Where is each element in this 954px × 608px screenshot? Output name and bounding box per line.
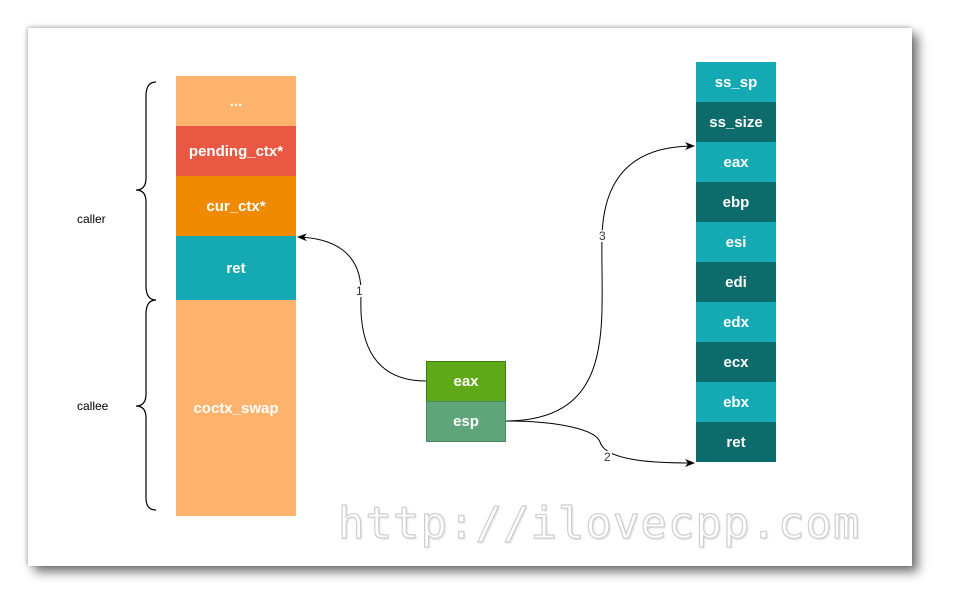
ctx-ecx-label: ecx	[723, 353, 749, 371]
stack-ret-cell: ret	[176, 236, 296, 300]
register-esp-cell: esp	[426, 401, 506, 442]
ctx-ret-label: ret	[726, 433, 746, 451]
watermark-text: http://ilovecpp.com	[337, 497, 861, 549]
edge-3-label: 3	[598, 229, 607, 243]
ctx-ss-sp-label: ss_sp	[714, 73, 758, 91]
stack-cur-ctx-cell: cur_ctx*	[176, 176, 296, 236]
stack-coctx-swap-cell: coctx_swap	[176, 300, 296, 516]
caller-brace	[135, 81, 157, 301]
ctx-edi-label: edi	[725, 273, 747, 291]
edge-2-arrow	[505, 420, 695, 467]
ctx-ret-cell: ret	[696, 422, 776, 462]
ctx-ebp-cell: ebp	[696, 182, 776, 222]
register-eax-cell: eax	[426, 361, 506, 402]
ctx-ss-sp-cell: ss_sp	[696, 62, 776, 102]
ctx-eax-label: eax	[723, 153, 749, 171]
stack-ellipsis-cell: ...	[176, 76, 296, 126]
stack-cur-ctx-label: cur_ctx*	[206, 197, 266, 215]
edge-3-arrow	[505, 142, 695, 422]
caller-label: caller	[77, 212, 106, 226]
callee-brace	[135, 299, 157, 511]
edge-2-label: 2	[603, 450, 612, 464]
ctx-ecx-cell: ecx	[696, 342, 776, 382]
edge-1-label: 1	[355, 284, 364, 298]
stack-pending-ctx-label: pending_ctx*	[188, 142, 284, 160]
register-eax-label: eax	[453, 373, 479, 390]
ctx-ss-size-label: ss_size	[709, 113, 763, 131]
ctx-edx-label: edx	[723, 313, 749, 331]
ctx-ebp-label: ebp	[722, 193, 750, 211]
ctx-ebx-label: ebx	[723, 393, 749, 411]
stack-ellipsis-label: ...	[229, 92, 243, 110]
ctx-esi-cell: esi	[696, 222, 776, 262]
ctx-edx-cell: edx	[696, 302, 776, 342]
ctx-ss-size-cell: ss_size	[696, 102, 776, 142]
callee-label: callee	[77, 399, 109, 413]
ctx-edi-cell: edi	[696, 262, 776, 302]
ctx-esi-label: esi	[725, 233, 747, 251]
stack-pending-ctx-cell: pending_ctx*	[176, 126, 296, 176]
stack-ret-label: ret	[226, 259, 246, 277]
stack-coctx-swap-label: coctx_swap	[193, 399, 279, 417]
register-esp-label: esp	[453, 413, 479, 430]
ctx-ebx-cell: ebx	[696, 382, 776, 422]
ctx-eax-cell: eax	[696, 142, 776, 182]
edge-1-arrow	[297, 233, 427, 382]
